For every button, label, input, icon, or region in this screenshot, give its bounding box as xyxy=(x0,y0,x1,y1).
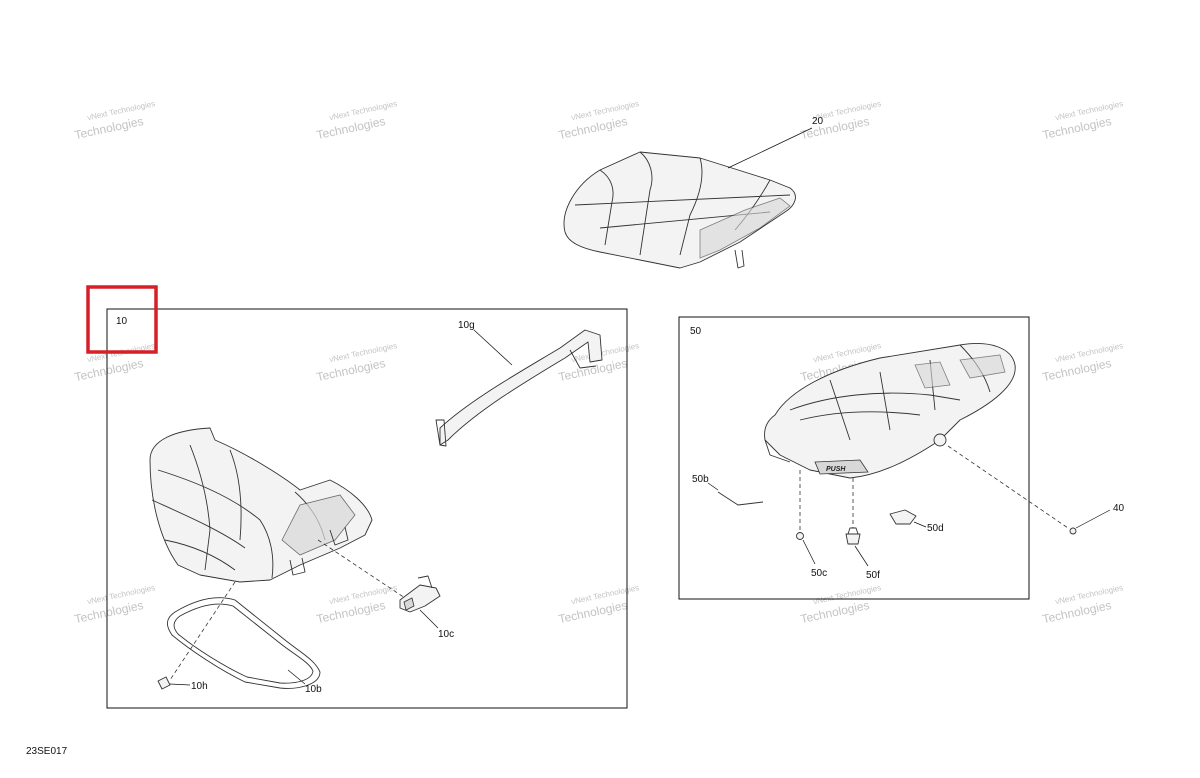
svg-text:Technologies: Technologies xyxy=(1041,114,1112,142)
svg-text:Technologies: Technologies xyxy=(1041,356,1112,384)
svg-text:Technologies: Technologies xyxy=(73,598,144,626)
watermark: vNext Technologies Technologies xyxy=(315,99,398,142)
group-10-frame xyxy=(106,308,628,709)
bracket-part-50d: 50d xyxy=(889,509,944,534)
pushnut-part-50f: 50f xyxy=(845,478,880,581)
watermark: vNext Technologies Technologies xyxy=(799,583,882,626)
watermark: vNext Technologies Technologies xyxy=(1041,583,1124,626)
callout-20: 20 xyxy=(812,116,824,127)
group-10-highlight-box xyxy=(86,285,158,354)
watermark: vNext Technologies Technologies xyxy=(73,341,156,384)
svg-text:Technologies: Technologies xyxy=(73,356,144,384)
callout-40: 40 xyxy=(1113,503,1125,514)
svg-text:Technologies: Technologies xyxy=(315,598,386,626)
storage-bin-part-50: PUSH xyxy=(764,343,1016,479)
pin-part-50b: 50b xyxy=(692,474,764,506)
watermark: vNext Technologies Technologies xyxy=(315,583,398,626)
svg-text:Technologies: Technologies xyxy=(557,114,628,142)
decal-text: PUSH xyxy=(826,466,846,473)
svg-text:Technologies: Technologies xyxy=(1041,598,1112,626)
callout-50d: 50d xyxy=(927,523,944,534)
callout-50b: 50b xyxy=(692,474,709,485)
group-50-frame xyxy=(678,316,1030,600)
group-50-label: 50 xyxy=(690,326,702,337)
screw-part-40: 40 xyxy=(947,445,1125,535)
callout-10b: 10b xyxy=(305,684,322,695)
watermark: vNext Technologies Technologies xyxy=(557,583,640,626)
group-10-label: 10 xyxy=(116,316,128,327)
seat-cover-part-20: 20 xyxy=(563,116,824,269)
watermark: vNext Technologies Technologies xyxy=(1041,99,1124,142)
svg-text:Technologies: Technologies xyxy=(73,114,144,142)
watermark: vNext Technologies Technologies xyxy=(315,341,398,384)
svg-text:Technologies: Technologies xyxy=(315,114,386,142)
watermark: vNext Technologies Technologies xyxy=(1041,341,1124,384)
watermark: vNext Technologies Technologies xyxy=(799,99,882,142)
watermark: vNext Technologies Technologies xyxy=(73,583,156,626)
callout-50c: 50c xyxy=(811,568,827,579)
plug-part-50c: 50c xyxy=(796,470,827,579)
callout-10h: 10h xyxy=(191,681,208,692)
strap-part-10g: 10g xyxy=(435,320,603,447)
watermark: vNext Technologies Technologies xyxy=(73,99,156,142)
callout-10c: 10c xyxy=(438,629,454,640)
svg-text:Technologies: Technologies xyxy=(799,114,870,142)
svg-text:Technologies: Technologies xyxy=(799,598,870,626)
clip-part-10h: 10h xyxy=(157,676,208,692)
watermark: vNext Technologies Technologies xyxy=(557,99,640,142)
reference-code: 23SE017 xyxy=(26,746,68,757)
callout-50f: 50f xyxy=(866,570,880,581)
svg-text:Technologies: Technologies xyxy=(557,598,628,626)
gasket-part-10b: 10b xyxy=(167,581,322,695)
seat-base-part-10 xyxy=(149,427,373,583)
svg-text:Technologies: Technologies xyxy=(315,356,386,384)
callout-10g: 10g xyxy=(458,320,475,331)
latch-part-10c: 10c xyxy=(317,539,454,640)
